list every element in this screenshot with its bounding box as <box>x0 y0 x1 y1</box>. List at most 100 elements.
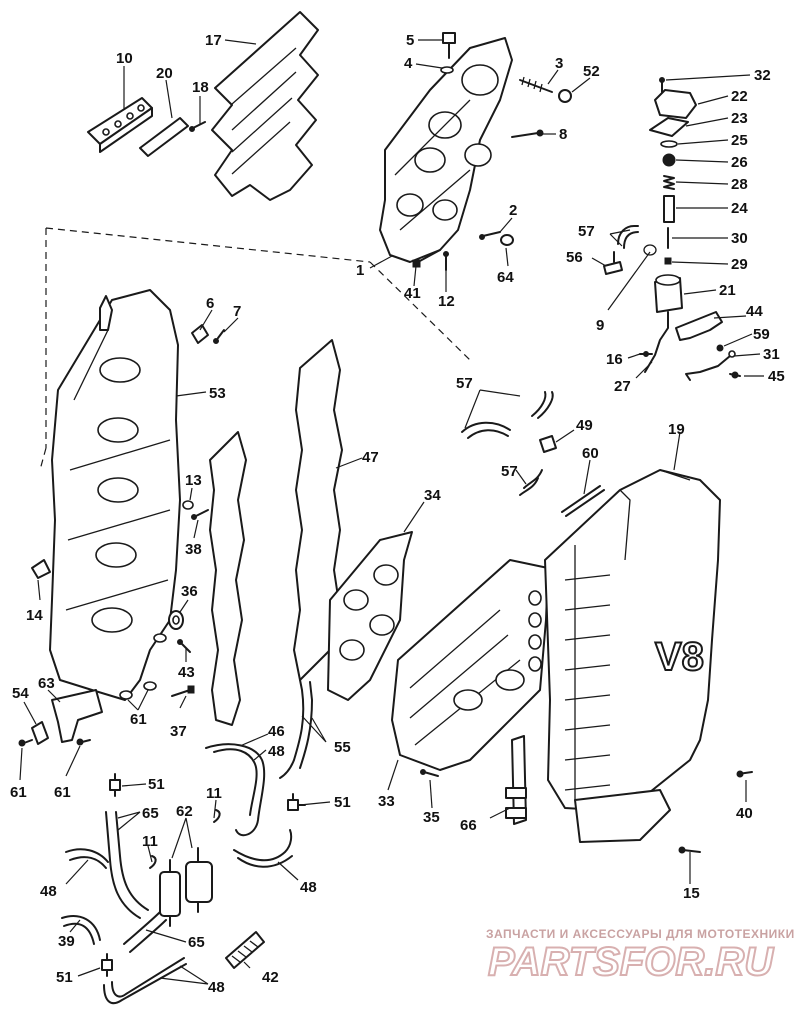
callout-20: 20 <box>156 65 173 82</box>
washer-61 <box>119 681 157 700</box>
callout-6: 6 <box>206 295 214 312</box>
callout-55: 55 <box>334 739 351 756</box>
washer-43 <box>153 633 167 643</box>
callout-28: 28 <box>731 176 748 193</box>
callout-54: 54 <box>12 685 29 702</box>
callout-35: 35 <box>423 809 440 826</box>
callout-26: 26 <box>731 154 748 171</box>
assembly-outline <box>39 227 471 471</box>
callout-37: 37 <box>170 723 187 740</box>
callout-48-right: 48 <box>300 879 317 896</box>
callout-60-right: 61 <box>54 784 71 801</box>
callout-53: 53 <box>209 385 226 402</box>
clip-14 <box>31 559 51 579</box>
stud-3 <box>519 76 553 93</box>
callout-62: 62 <box>176 803 193 820</box>
watermark-tagline: ЗАПЧАСТИ И АКСЕССУАРЫ ДЛЯ МОТОТЕХНИКИ <box>486 927 795 941</box>
spring-28 <box>663 175 675 190</box>
hose-57-lower <box>519 469 543 496</box>
fitting-6 <box>191 324 209 344</box>
callout-30: 30 <box>731 230 748 247</box>
callout-57-mid: 57 <box>456 375 473 392</box>
callout-61: 61 <box>130 711 147 728</box>
hose-57-upper <box>617 225 639 249</box>
callout-49: 49 <box>576 417 593 434</box>
washer-25 <box>660 140 678 148</box>
silencer-cover-19: V8 <box>544 469 721 843</box>
callout-18: 18 <box>192 79 209 96</box>
hose-46-48 <box>205 679 313 868</box>
intake-manifold-53 <box>49 289 181 701</box>
callout-19: 19 <box>668 421 685 438</box>
screw-2 <box>479 231 501 240</box>
tube-58 <box>561 485 605 517</box>
callout-labels: 17 10 20 18 5 4 3 52 8 2 64 1 41 12 32 2… <box>10 32 785 996</box>
callout-32: 32 <box>754 67 771 84</box>
hose-65-48-39 <box>61 811 187 1005</box>
callout-36: 36 <box>181 583 198 600</box>
callout-24: 24 <box>731 200 748 217</box>
cover-marking: V8 <box>655 635 704 679</box>
throttle-body-1 <box>379 37 513 263</box>
screw-12 <box>443 251 449 271</box>
clip-11-upper <box>213 809 221 823</box>
callout-31: 31 <box>763 346 780 363</box>
callout-29: 29 <box>731 256 748 273</box>
watermark: ЗАПЧАСТИ И АКСЕССУАРЫ ДЛЯ МОТОТЕХНИКИ PA… <box>486 927 795 985</box>
callout-51-lower: 51 <box>56 969 73 986</box>
callout-39: 39 <box>58 933 75 950</box>
gasket-47 <box>209 339 343 726</box>
callout-8: 8 <box>559 126 567 143</box>
callout-52: 52 <box>583 63 600 80</box>
callout-65-upper: 65 <box>142 805 159 822</box>
callout-60-left: 61 <box>10 784 27 801</box>
nut-52 <box>558 89 572 103</box>
gasket-34 <box>327 531 413 701</box>
fitting-56 <box>603 251 623 275</box>
callout-66: 66 <box>460 817 477 834</box>
callout-42: 42 <box>262 969 279 986</box>
screw-15 <box>678 846 701 854</box>
callout-34: 34 <box>424 487 441 504</box>
bracket-63 <box>51 689 103 743</box>
cover-22 <box>654 89 697 119</box>
clip-11-lower <box>149 855 157 869</box>
callout-13: 13 <box>185 472 202 489</box>
callout-40: 40 <box>736 805 753 822</box>
callout-65-lower: 65 <box>188 934 205 951</box>
gasket-17 <box>211 11 319 201</box>
callout-41: 41 <box>404 285 421 302</box>
callout-2: 2 <box>509 202 517 219</box>
screw-38 <box>191 509 209 520</box>
callout-22: 22 <box>731 88 748 105</box>
leader-lines <box>19 39 764 985</box>
washer-4 <box>440 66 454 74</box>
callout-46: 46 <box>268 723 285 740</box>
bolt-5 <box>442 32 456 59</box>
hose-49 <box>461 391 557 453</box>
callout-51-center: 51 <box>334 794 351 811</box>
callout-10: 10 <box>116 50 133 67</box>
callout-14: 14 <box>26 607 43 624</box>
callout-15: 15 <box>683 885 700 902</box>
callout-23: 23 <box>731 110 748 127</box>
callout-59: 59 <box>753 326 770 343</box>
bracket-66 <box>505 735 527 825</box>
fitting-51-upper <box>109 773 121 797</box>
callout-11-lower: 11 <box>142 833 158 850</box>
callout-21: 21 <box>719 282 736 299</box>
callout-63: 63 <box>38 675 55 692</box>
callout-4: 4 <box>404 55 413 72</box>
plate-33 <box>391 559 549 771</box>
seal-26 <box>662 153 676 167</box>
callout-57-lower: 57 <box>501 463 518 480</box>
callout-58: 60 <box>582 445 599 462</box>
callout-27: 27 <box>614 378 631 395</box>
callout-56: 56 <box>566 249 583 266</box>
screw-60 <box>18 739 33 747</box>
ring-29 <box>664 257 672 265</box>
callout-7: 7 <box>233 303 241 320</box>
screw-40 <box>736 770 753 778</box>
bracket-44 <box>675 311 723 341</box>
